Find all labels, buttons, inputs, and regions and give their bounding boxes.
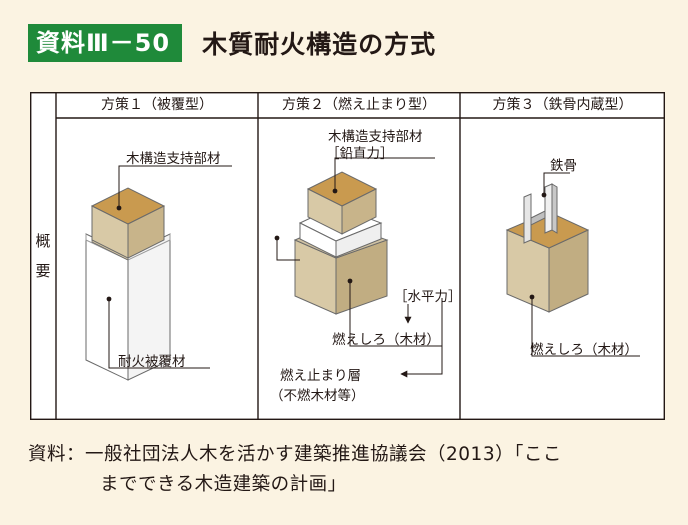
side-label-top: 概 — [35, 232, 51, 250]
label-horizontal-force: ［水平力］ — [394, 289, 462, 305]
fire-stop-type-diagram — [274, 157, 443, 378]
column-header-2: 方策２（燃え止まり型） — [282, 97, 436, 113]
label-vertical-force: ［鉛直力］ — [326, 146, 394, 162]
label-steel-frame: 鉄骨 — [550, 158, 577, 174]
figure-title: 木質耐火構造の方式 — [202, 30, 437, 59]
label-wood-structural-member-1: 木構造支持部材 — [126, 151, 221, 167]
column-header-1: 方策１（被覆型） — [101, 97, 213, 113]
covered-type-diagram — [85, 165, 232, 381]
label-wood-structural-member-2: 木構造支持部材 — [328, 129, 423, 145]
table-lines — [30, 92, 665, 420]
label-fire-stop-layer: 燃え止まり層 — [280, 368, 361, 384]
column-header-3: 方策３（鉄骨内蔵型） — [492, 97, 633, 113]
figure-badge: 資料Ⅲ－50 — [28, 24, 183, 62]
source-note: 資料：一般社団法人木を活かす建築推進協議会（2013）「ここ までできる木造建築… — [28, 440, 668, 500]
header: 資料Ⅲ－50 木質耐火構造の方式 — [28, 24, 436, 62]
label-noncombustible-wood: （不燃木材等） — [270, 388, 365, 404]
side-label-bottom: 要 — [35, 262, 51, 280]
steel-embedded-type-diagram — [505, 172, 640, 357]
label-fireproof-covering: 耐火被覆材 — [118, 354, 186, 370]
comparison-table: 方策１（被覆型） 方策２（燃え止まり型） 方策３（鉄骨内蔵型） 概 要 木構造支… — [30, 92, 665, 420]
table-diagram — [30, 92, 665, 420]
source-line-1: 資料：一般社団法人木を活かす建築推進協議会（2013）「ここ — [28, 444, 562, 465]
source-line-2: までできる木造建築の計画」 — [100, 474, 347, 495]
label-char-layer-wood-2: 燃えしろ（木材） — [332, 332, 440, 348]
label-char-layer-wood-3: 燃えしろ（木材） — [530, 342, 638, 358]
